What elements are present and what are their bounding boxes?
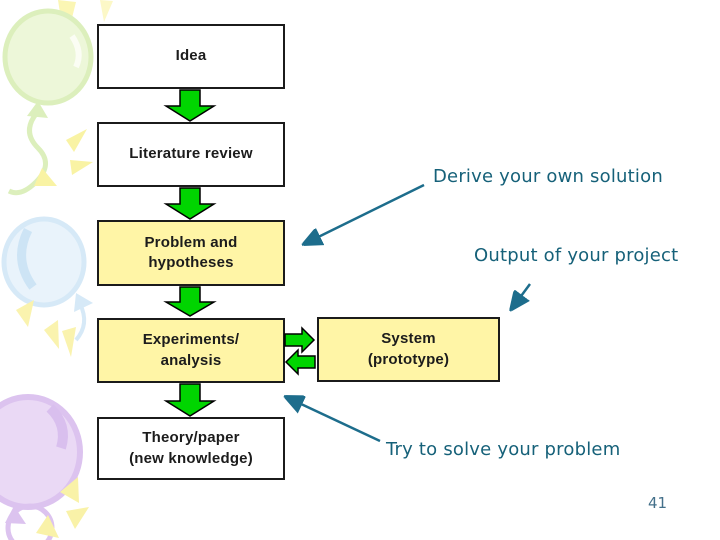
annotation-arrow-output (510, 283, 532, 311)
annotation-project-output: Output of your project (474, 245, 679, 266)
purple-balloon-decoration (0, 394, 89, 540)
flowchart-box-problem-hypotheses: Problem and hypotheses (97, 220, 285, 286)
green-arrow-down-icon (163, 187, 217, 220)
slide-page-number: 41 (648, 494, 668, 512)
annotation-arrow-solve (284, 394, 381, 443)
flowchart-box-theory-paper: Theory/paper (new knowledge) (97, 417, 285, 480)
green-arrow-down-icon (163, 286, 217, 317)
green-balloon-decoration (2, 8, 94, 196)
flowchart-box-system-prototype: System (prototype) (317, 317, 500, 382)
annotation-solve-problem: Try to solve your problem (386, 439, 621, 460)
green-arrow-down-icon (163, 89, 217, 122)
annotation-arrow-derive (302, 183, 425, 247)
green-arrow-right-icon (284, 326, 316, 354)
flowchart-box-experiments-analysis: Experiments/ analysis (97, 318, 285, 383)
green-arrow-left-icon (284, 348, 316, 376)
annotation-derive-solution: Derive your own solution (433, 166, 663, 187)
blue-balloon-decoration (1, 216, 93, 357)
yellow-ray-decoration (100, 0, 113, 22)
green-arrow-down-icon (163, 383, 217, 417)
yellow-ray-decoration (58, 0, 76, 46)
flowchart-box-literature-review: Literature review (97, 122, 285, 187)
flowchart-box-idea: Idea (97, 24, 285, 89)
